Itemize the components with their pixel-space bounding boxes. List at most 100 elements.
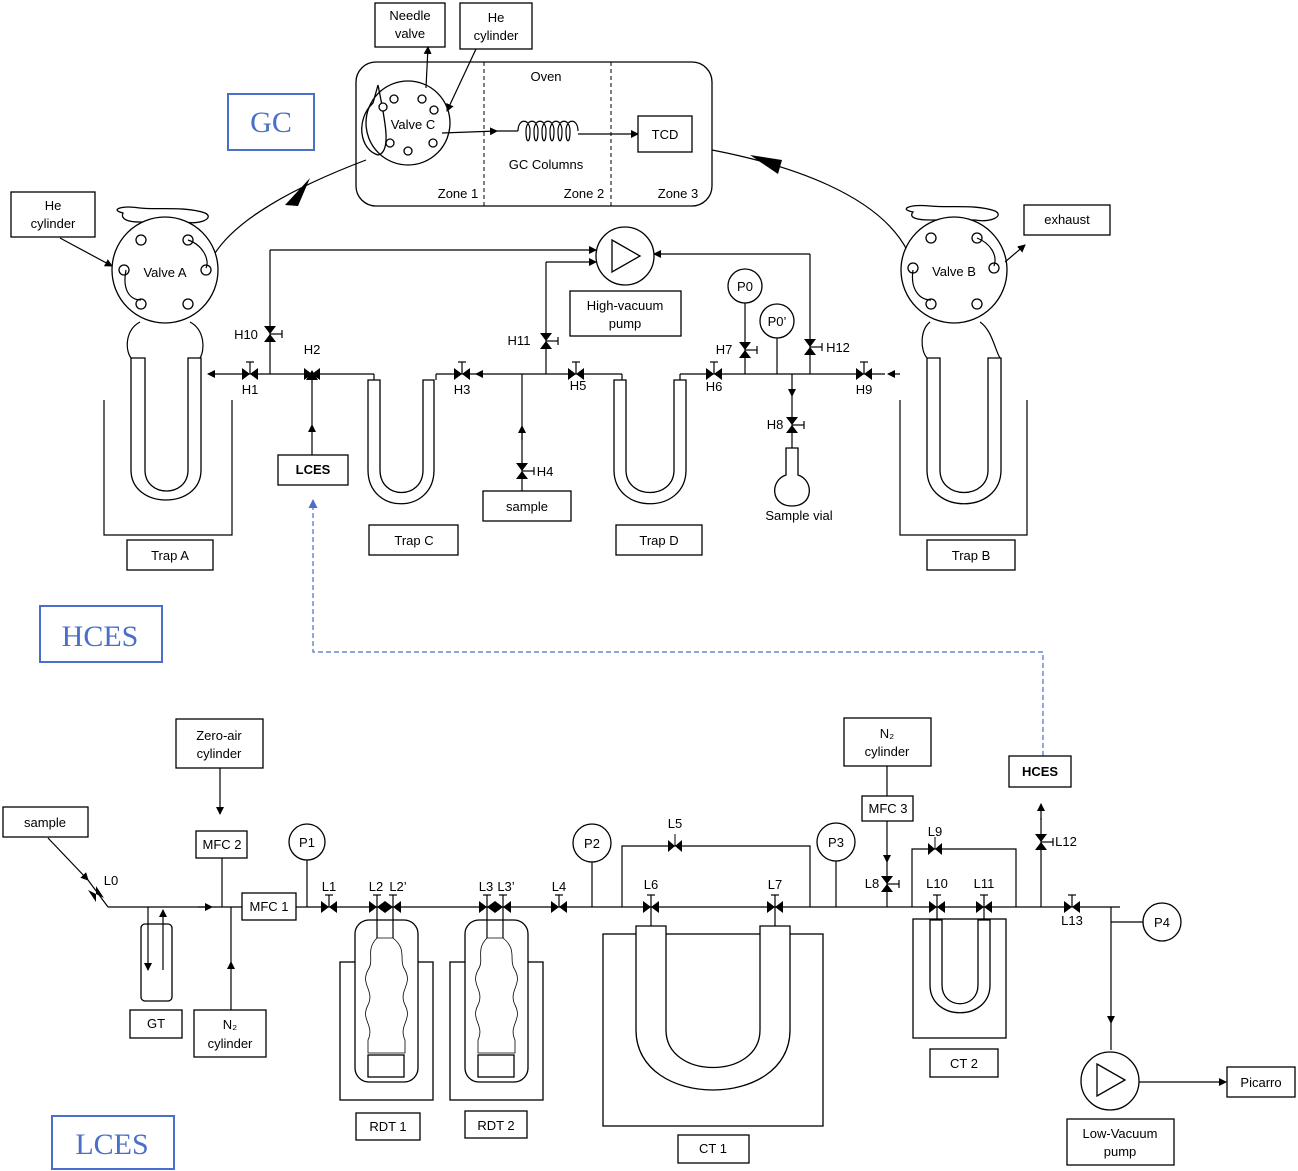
valve-h12: H12 bbox=[803, 338, 850, 356]
valve-l0: L0 bbox=[88, 873, 118, 902]
svg-text:Trap D: Trap D bbox=[639, 533, 678, 548]
svg-text:L3: L3 bbox=[479, 879, 493, 894]
svg-text:L4: L4 bbox=[552, 879, 566, 894]
rdt-2: RDT 2 bbox=[449, 907, 544, 1139]
gauge-p4: P4 bbox=[1142, 902, 1182, 942]
flow-arrow-to-valve-b bbox=[750, 155, 782, 174]
svg-text:H4: H4 bbox=[537, 464, 554, 479]
svg-text:L0: L0 bbox=[104, 873, 118, 888]
needle-valve-box: Needle valve bbox=[374, 2, 446, 48]
svg-text:cylinder: cylinder bbox=[865, 744, 910, 759]
svg-text:P0’: P0’ bbox=[768, 314, 787, 329]
svg-text:H3: H3 bbox=[454, 382, 471, 397]
svg-text:Zone 3: Zone 3 bbox=[658, 186, 698, 201]
gauge-p1: P1 bbox=[288, 823, 326, 907]
svg-text:L5: L5 bbox=[668, 816, 682, 831]
svg-text:L2’: L2’ bbox=[389, 879, 406, 894]
valve-l7: L7 bbox=[766, 877, 784, 914]
svg-text:MFC 1: MFC 1 bbox=[250, 899, 289, 914]
rdt-1: RDT 1 bbox=[339, 907, 434, 1141]
svg-text:CT 2: CT 2 bbox=[950, 1056, 978, 1071]
valve-l13: L13 bbox=[1061, 894, 1083, 928]
valve-h7: H7 bbox=[716, 341, 758, 359]
valve-l10: L10 bbox=[926, 876, 948, 914]
valve-h1: H1 bbox=[241, 361, 259, 397]
cold-trap-ct2: CT 2 bbox=[912, 907, 1007, 1078]
valve-l6: L6 bbox=[642, 877, 660, 914]
svg-text:GT: GT bbox=[147, 1016, 165, 1031]
mfc-2: MFC 2 bbox=[195, 830, 248, 859]
svg-text:H12: H12 bbox=[826, 340, 850, 355]
hces-lces-link bbox=[308, 499, 1044, 756]
zero-air-cylinder: Zero-air cylinder bbox=[175, 718, 264, 769]
svg-text:H9: H9 bbox=[856, 382, 873, 397]
svg-text:Trap A: Trap A bbox=[151, 548, 189, 563]
svg-text:He: He bbox=[488, 10, 505, 25]
svg-text:Sample vial: Sample vial bbox=[765, 508, 832, 523]
valve-h5: H5 bbox=[567, 361, 586, 393]
svg-text:P4: P4 bbox=[1154, 915, 1170, 930]
gc-columns-coil: GC Columns bbox=[497, 120, 639, 172]
lces-box-gc: LCES bbox=[277, 454, 349, 486]
valve-a: Valve A bbox=[111, 206, 219, 324]
valve-h2: H2 bbox=[304, 342, 321, 380]
svg-text:L3’: L3’ bbox=[497, 879, 514, 894]
svg-text:valve: valve bbox=[395, 26, 425, 41]
svg-text:GC Columns: GC Columns bbox=[509, 157, 584, 172]
svg-text:HCES: HCES bbox=[1022, 764, 1058, 779]
svg-text:H10: H10 bbox=[234, 327, 258, 342]
valve-l8: L8 bbox=[865, 875, 900, 893]
he-cylinder-top-box: He cylinder bbox=[459, 2, 533, 50]
svg-text:LCES: LCES bbox=[75, 1128, 148, 1161]
n2-cylinder-bottom: N₂ cylinder bbox=[193, 1009, 267, 1058]
svg-text:L6: L6 bbox=[644, 877, 658, 892]
svg-text:RDT 1: RDT 1 bbox=[369, 1119, 406, 1134]
valve-l11: L11 bbox=[974, 876, 994, 914]
svg-text:N₂: N₂ bbox=[880, 726, 894, 741]
flow-arrow-to-oven bbox=[285, 178, 310, 206]
svg-text:TCD: TCD bbox=[652, 127, 679, 142]
svg-text:Trap B: Trap B bbox=[952, 548, 991, 563]
tcd-box: TCD bbox=[637, 115, 693, 153]
mfc-3: MFC 3 bbox=[861, 795, 914, 822]
trap-c: Trap C bbox=[367, 379, 459, 556]
svg-text:pump: pump bbox=[609, 316, 642, 331]
hces-box-lces: HCES bbox=[1008, 755, 1072, 788]
sample-vial: Sample vial bbox=[765, 447, 833, 523]
svg-text:pump: pump bbox=[1104, 1144, 1137, 1159]
svg-text:cylinder: cylinder bbox=[31, 216, 76, 231]
gauge-p2: P2 bbox=[572, 823, 612, 907]
valve-h10: H10 bbox=[234, 325, 283, 343]
low-vacuum-pump: Low-Vacuum pump bbox=[1066, 1051, 1175, 1166]
svg-text:MFC 2: MFC 2 bbox=[203, 837, 242, 852]
svg-text:HCES: HCES bbox=[62, 620, 139, 653]
svg-text:H2: H2 bbox=[304, 342, 321, 357]
he-cylinder-left-box: He cylinder bbox=[10, 191, 96, 238]
svg-text:L7: L7 bbox=[768, 877, 782, 892]
valve-l12: L12 bbox=[1034, 833, 1077, 851]
trap-d: Trap D bbox=[613, 379, 703, 556]
valve-h8: H8 bbox=[767, 416, 805, 434]
gas-trap-gt: GT bbox=[129, 907, 183, 1039]
exhaust-box: exhaust bbox=[1023, 204, 1111, 236]
svg-text:L12: L12 bbox=[1055, 834, 1077, 849]
lces-sample-box: sample bbox=[2, 806, 89, 838]
svg-text:L10: L10 bbox=[926, 876, 948, 891]
section-label-lces: LCES bbox=[51, 1115, 175, 1170]
svg-text:sample: sample bbox=[506, 499, 548, 514]
cold-trap-ct1: CT 1 bbox=[602, 907, 824, 1164]
picarro-box: Picarro bbox=[1226, 1066, 1296, 1098]
svg-text:cylinder: cylinder bbox=[474, 28, 519, 43]
high-vacuum-pump: High-vacuum pump bbox=[569, 226, 682, 337]
valve-l2: L2 bbox=[368, 879, 386, 914]
svg-text:exhaust: exhaust bbox=[1044, 212, 1090, 227]
valve-l9: L9 bbox=[928, 824, 942, 855]
svg-text:P2: P2 bbox=[584, 836, 600, 851]
svg-text:L2: L2 bbox=[369, 879, 383, 894]
svg-text:H6: H6 bbox=[706, 379, 723, 394]
valve-l3-prime: L3’ bbox=[494, 879, 515, 914]
section-label-hces: HCES bbox=[39, 605, 163, 663]
svg-text:Valve A: Valve A bbox=[143, 265, 186, 280]
svg-text:sample: sample bbox=[24, 815, 66, 830]
